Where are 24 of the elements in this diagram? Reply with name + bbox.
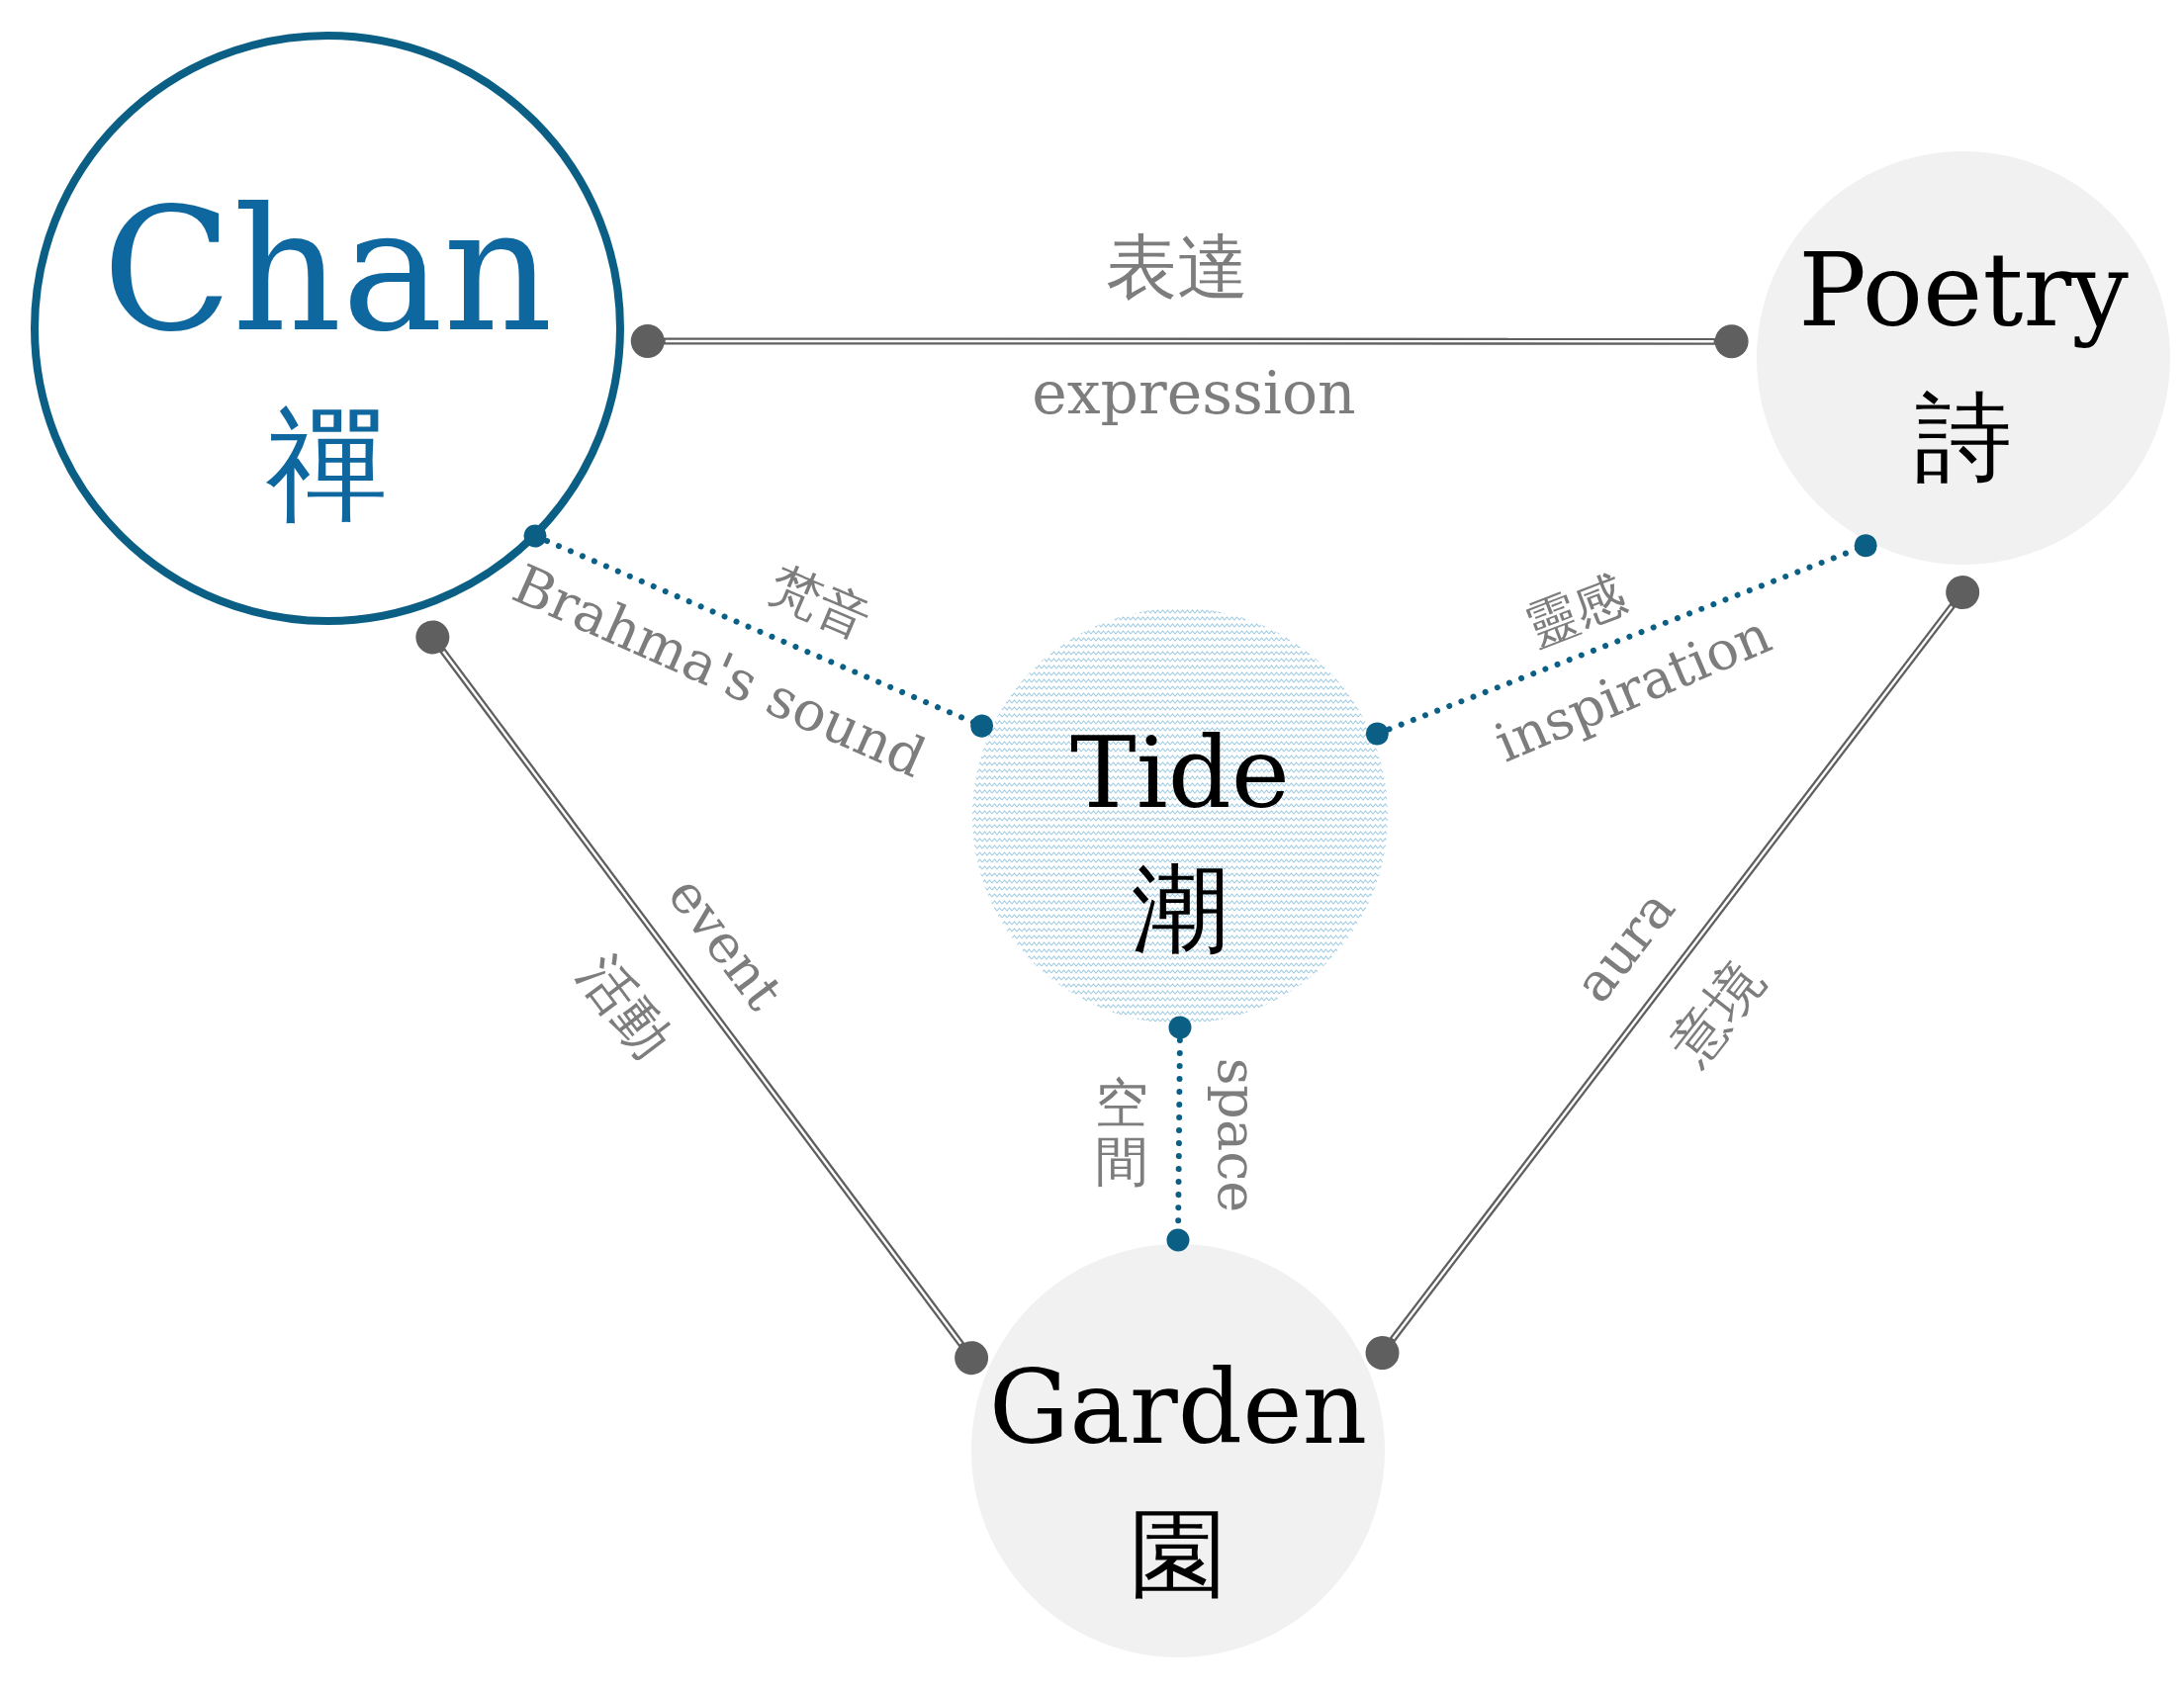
circle-node xyxy=(971,1244,1385,1657)
edge-label: 梵音 xyxy=(761,556,879,651)
double-line-connector xyxy=(415,620,989,1376)
node-subtitle: 園 xyxy=(1130,1497,1227,1610)
circle-node xyxy=(1757,151,2170,565)
edge-label: 表達 xyxy=(1106,225,1248,309)
node-title: Poetry xyxy=(1798,232,2129,349)
node-subtitle: 禪 xyxy=(266,394,389,536)
dotted-connector xyxy=(1166,1016,1192,1252)
node-title: Garden xyxy=(988,1350,1368,1467)
double-line-connector xyxy=(630,324,1749,359)
node-title: Chan xyxy=(102,173,553,369)
dotted-connector xyxy=(1365,534,1877,746)
annotation-text: space xyxy=(1205,1057,1268,1213)
circle-node xyxy=(972,608,1388,1024)
edge-label: 空間 xyxy=(1095,1073,1148,1192)
node-subtitle: 詩 xyxy=(1915,381,2012,493)
dotted-connector xyxy=(523,524,994,738)
node-subtitle: 潮 xyxy=(1132,852,1228,965)
edge-label: 活動 xyxy=(566,942,684,1071)
double-line-connector xyxy=(1365,576,1980,1371)
edge-label: 意境 xyxy=(1658,949,1776,1076)
node-title: Tide xyxy=(1070,715,1290,830)
annotation-text: expression xyxy=(1032,358,1356,427)
